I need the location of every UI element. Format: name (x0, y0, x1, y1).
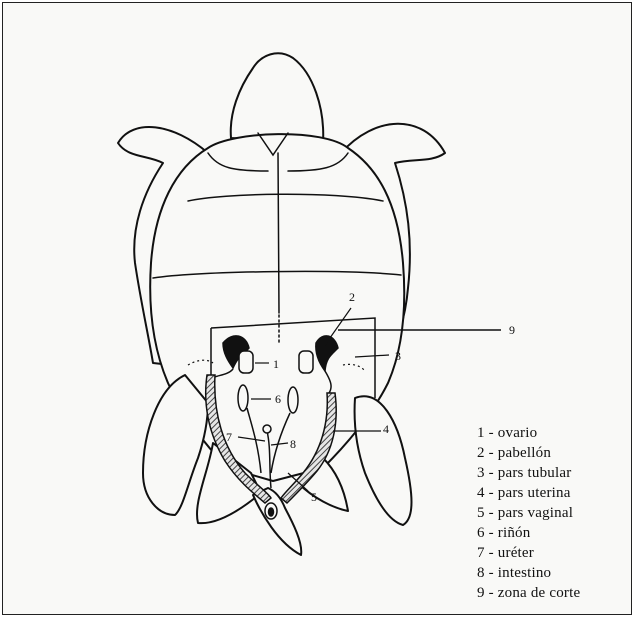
label-1: 1 (273, 357, 279, 371)
label-9: 9 (509, 323, 515, 337)
legend-item-6: 6 - riñón (477, 523, 627, 543)
cloaca-inner (269, 508, 274, 516)
legend-item-9: 9 - zona de corte (477, 583, 627, 603)
legend-item-2: 2 - pabellón (477, 443, 627, 463)
rear-left-flipper (143, 375, 208, 515)
ovary-right (299, 351, 313, 373)
legend-item-1: 1 - ovario (477, 423, 627, 443)
label-2: 2 (349, 290, 355, 304)
ovary-left (239, 351, 253, 373)
legend-item-4: 4 - pars uterina (477, 483, 627, 503)
legend-item-3: 3 - pars tubular (477, 463, 627, 483)
intestine-knot (263, 425, 271, 433)
legend-item-8: 8 - intestino (477, 563, 627, 583)
turtle-head (231, 53, 323, 143)
label-5: 5 (311, 490, 317, 504)
kidney-right (288, 387, 298, 413)
label-3: 3 (395, 349, 401, 363)
legend-item-7: 7 - uréter (477, 543, 627, 563)
scute-line-center (278, 153, 279, 313)
rear-right-flipper (355, 396, 412, 525)
legend: 1 - ovario 2 - pabellón 3 - pars tubular… (477, 423, 627, 603)
label-8: 8 (290, 437, 296, 451)
kidney-left (238, 385, 248, 411)
label-4: 4 (383, 422, 389, 436)
legend-item-5: 5 - pars vaginal (477, 503, 627, 523)
label-6: 6 (275, 392, 281, 406)
label-7: 7 (226, 430, 232, 444)
